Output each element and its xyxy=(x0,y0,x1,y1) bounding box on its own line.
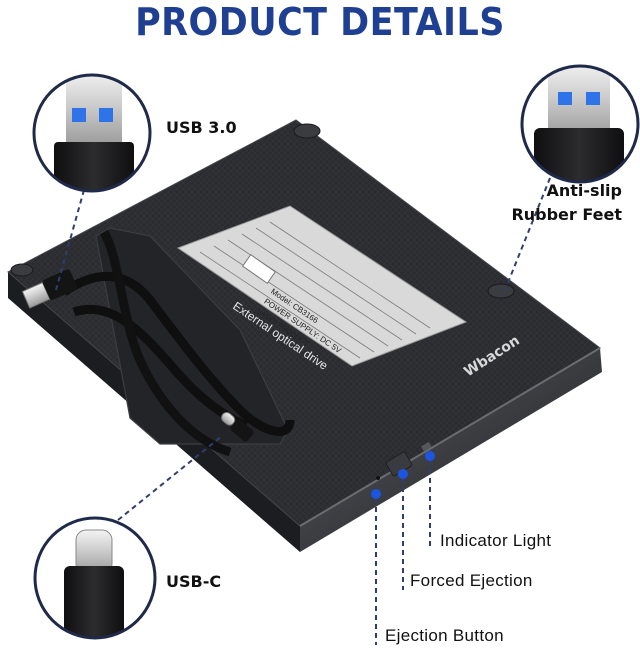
indicator-marker-dot xyxy=(425,451,435,461)
page-title: PRODUCT DETAILS xyxy=(135,0,505,44)
rubber-foot xyxy=(293,123,321,139)
front-panel-leaders xyxy=(371,451,435,645)
ejection-button-marker-dot xyxy=(371,489,381,499)
antislip-label-line1: Anti-slip xyxy=(546,181,623,200)
usbc-callout xyxy=(33,435,223,640)
ejection-hole xyxy=(376,476,380,480)
forced-ejection-marker-dot xyxy=(398,469,408,479)
usb3-callout xyxy=(32,73,152,291)
antislip-label-line2: Rubber Feet xyxy=(511,205,622,224)
indicator-light-label: Indicator Light xyxy=(440,531,552,550)
usbc-label: USB-C xyxy=(166,572,222,591)
antislip-callout xyxy=(504,64,640,291)
rubber-foot xyxy=(10,263,34,277)
ejection-button-label: Ejection Button xyxy=(385,626,504,645)
indicator-window xyxy=(421,441,432,452)
rubber-foot xyxy=(487,283,515,299)
product-label xyxy=(176,205,468,367)
usb-a-plug xyxy=(21,269,78,309)
usb3-label: USB 3.0 xyxy=(166,118,237,137)
optical-drive: Model: CB3166 POWER SUPPLY: DC 5V LASER … xyxy=(7,119,602,552)
usb-c-plug xyxy=(221,412,254,442)
cable-bundle xyxy=(61,227,295,457)
forced-ejection-label: Forced Ejection xyxy=(410,571,533,590)
